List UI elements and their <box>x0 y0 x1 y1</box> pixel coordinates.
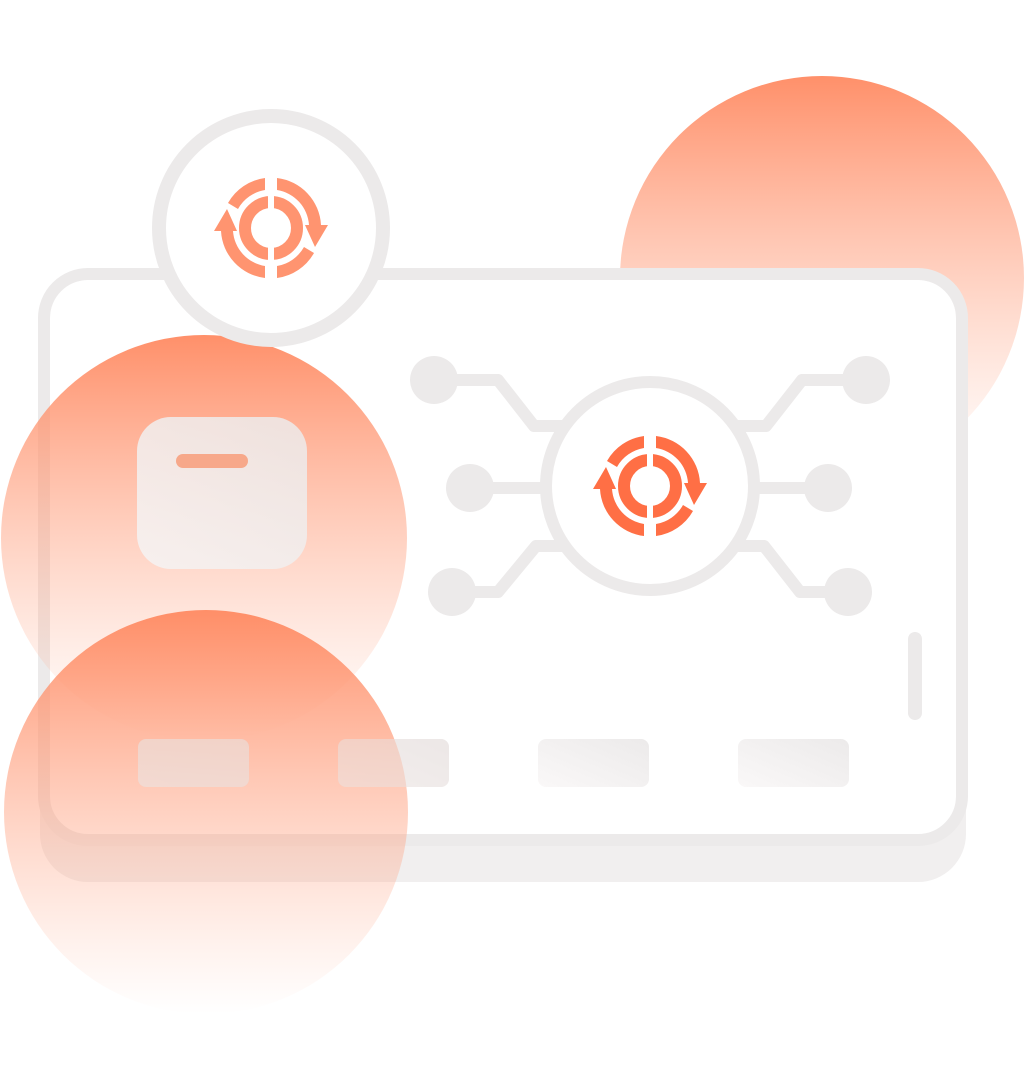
chip-overlay-2 <box>338 739 449 787</box>
chip-overlay-1 <box>138 739 249 787</box>
center-hub <box>540 376 760 596</box>
circuit-nodes <box>410 356 890 616</box>
panel-scrollbar <box>908 632 922 720</box>
sync-badge <box>152 109 390 347</box>
list-card <box>137 417 307 569</box>
orb-left-lower <box>4 610 408 1014</box>
